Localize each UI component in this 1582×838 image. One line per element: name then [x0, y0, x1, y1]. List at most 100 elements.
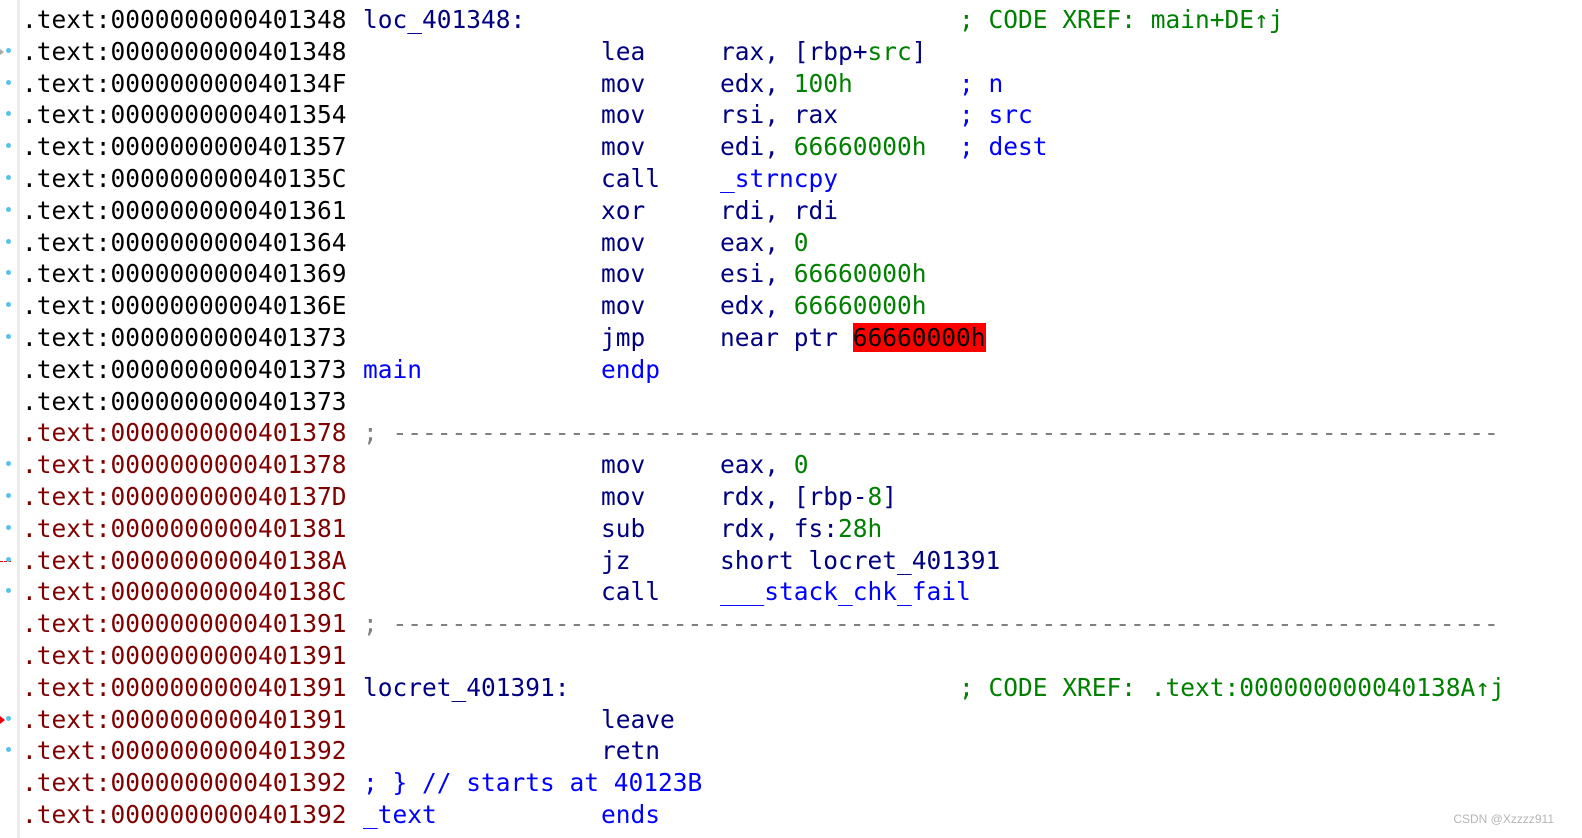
instruction-operands-token[interactable]: short locret_401391 [720, 545, 1001, 575]
line-label: _text [363, 799, 437, 831]
line-comment-token: ; n [959, 68, 1004, 98]
line-address[interactable]: .text:0000000000401373 [22, 354, 347, 384]
line-address[interactable]: .text:0000000000401391 [22, 641, 347, 670]
breakpoint-dot-icon [0, 481, 17, 513]
instruction-operands-token[interactable]: 8 [867, 482, 883, 511]
instruction-operands: short locret_401391 [720, 545, 1000, 577]
instruction-mnemonic: endp [601, 354, 660, 386]
disasm-line[interactable]: .text:0000000000401391 [0, 640, 1582, 672]
line-address[interactable]: .text:0000000000401391 [22, 704, 347, 734]
instruction-operands-token[interactable]: 66660000h [793, 132, 927, 162]
instruction-operands-token[interactable]: 28h [838, 513, 883, 543]
line-address[interactable]: .text:0000000000401373 [22, 323, 347, 352]
breakpoint-dot-icon [0, 449, 17, 481]
line-label-token[interactable]: ; --------------------------------------… [363, 418, 1499, 448]
disasm-line[interactable]: .text:0000000000401373 jmp near ptr 666600… [0, 322, 1582, 354]
gutter-divider [17, 0, 20, 838]
instruction-operands-token[interactable]: edi, [720, 132, 794, 162]
instruction-mnemonic: leave [601, 704, 675, 736]
line-address[interactable]: .text:0000000000401348 [22, 5, 347, 34]
line-address[interactable]: .text:0000000000401348 [22, 36, 347, 66]
instruction-operands-token[interactable]: edx, [720, 68, 794, 98]
instruction-operands-token[interactable]: eax, [720, 450, 794, 480]
instruction-operands-token[interactable]: 0 [793, 227, 809, 257]
line-address[interactable]: .text:0000000000401392 [22, 768, 347, 798]
line-address[interactable]: .text:0000000000401381 [22, 513, 347, 543]
instruction-operands-token[interactable]: near ptr [720, 323, 853, 352]
instruction-operands-token[interactable]: 0 [793, 450, 809, 480]
instruction-operands-token[interactable]: rax, [rbp+ [720, 36, 868, 66]
line-address[interactable]: .text:0000000000401354 [22, 100, 347, 130]
line-label-token[interactable]: ; --------------------------------------… [363, 609, 1499, 639]
line-label-token[interactable]: _text [363, 800, 437, 829]
line-label-token[interactable]: ; } // starts at 40123B [363, 768, 703, 798]
line-address[interactable]: .text:0000000000401357 [22, 132, 347, 162]
instruction-operands-token[interactable]: 100h [793, 68, 853, 98]
instruction-operands-token[interactable]: esi, [720, 259, 794, 289]
line-address[interactable]: .text:0000000000401391 [22, 609, 347, 639]
instruction-operands-token[interactable]: ] [911, 36, 927, 66]
instruction-operands-token[interactable]: rdi, rdi [720, 195, 839, 225]
disasm-line[interactable]: .text:0000000000401381 sub rdx, fs:28h [0, 513, 1582, 545]
disasm-line[interactable]: .text:0000000000401373 main endp [0, 354, 1582, 386]
instruction-operands-token[interactable]: eax, [720, 227, 794, 257]
instruction-operands: _strncpy [720, 163, 838, 195]
line-address[interactable]: .text:0000000000401364 [22, 227, 347, 257]
line-address[interactable]: .text:0000000000401361 [22, 195, 347, 225]
line-address[interactable]: .text:000000000040138A [22, 545, 347, 575]
instruction-operands-token[interactable]: 66660000h [852, 323, 986, 352]
instruction-operands-token[interactable]: edx, [720, 291, 794, 321]
instruction-mnemonic-token: call [601, 164, 661, 193]
line-address[interactable]: .text:0000000000401378 [22, 450, 347, 480]
instruction-operands-token[interactable]: rdx, [rbp- [720, 482, 868, 511]
instruction-mnemonic-token: jmp [601, 323, 646, 352]
line-address[interactable]: .text:000000000040137D [22, 482, 347, 511]
disasm-line[interactable]: .text:0000000000401392 ; } // starts at 4… [0, 767, 1582, 799]
instruction-mnemonic-token: sub [601, 513, 646, 543]
line-address[interactable]: .text:0000000000401392 [22, 800, 347, 829]
line-address[interactable]: .text:000000000040135C [22, 164, 347, 193]
line-address[interactable]: .text:0000000000401373 [22, 386, 347, 416]
instruction-operands-token[interactable]: ___stack_chk_fail [720, 577, 971, 607]
line-address[interactable]: .text:0000000000401392 [22, 736, 347, 766]
line-address[interactable]: .text:000000000040136E [22, 291, 347, 321]
instruction-operands-token[interactable]: 66660000h [793, 259, 927, 289]
disasm-line[interactable]: .text:0000000000401373 [0, 386, 1582, 418]
instruction-operands-token[interactable]: rdx, fs: [720, 513, 839, 543]
instruction-operands-token[interactable]: ] [882, 482, 898, 511]
disasm-line[interactable]: .text:0000000000401378 ; ----------------… [0, 417, 1582, 449]
line-label-token[interactable]: locret_401391: [363, 672, 570, 702]
instruction-operands-token[interactable]: rsi, rax [720, 100, 839, 130]
line-address[interactable]: .text:000000000040138C [22, 577, 347, 607]
line-label-token[interactable]: main [363, 354, 423, 384]
line-address[interactable]: .text:000000000040134F [22, 68, 347, 98]
line-label-token[interactable]: loc_401348: [363, 5, 526, 34]
instruction-operands-token[interactable]: src [867, 36, 912, 66]
disasm-line[interactable]: .text:0000000000401391 ; ----------------… [0, 608, 1582, 640]
instruction-operands-token[interactable]: 66660000h [793, 291, 927, 321]
disasm-line[interactable]: .text:0000000000401391 leave [0, 704, 1582, 736]
disasm-line[interactable]: .text:000000000040135C call _strncpy [0, 163, 1582, 195]
instruction-operands-token[interactable]: _strncpy [720, 164, 839, 193]
line-comment: ; n [959, 68, 1003, 100]
line-address[interactable]: .text:0000000000401378 [22, 418, 347, 448]
instruction-mnemonic-token: mov [601, 100, 646, 130]
line-address[interactable]: .text:0000000000401369 [22, 259, 347, 289]
line-address[interactable]: .text:0000000000401391 [22, 672, 347, 702]
